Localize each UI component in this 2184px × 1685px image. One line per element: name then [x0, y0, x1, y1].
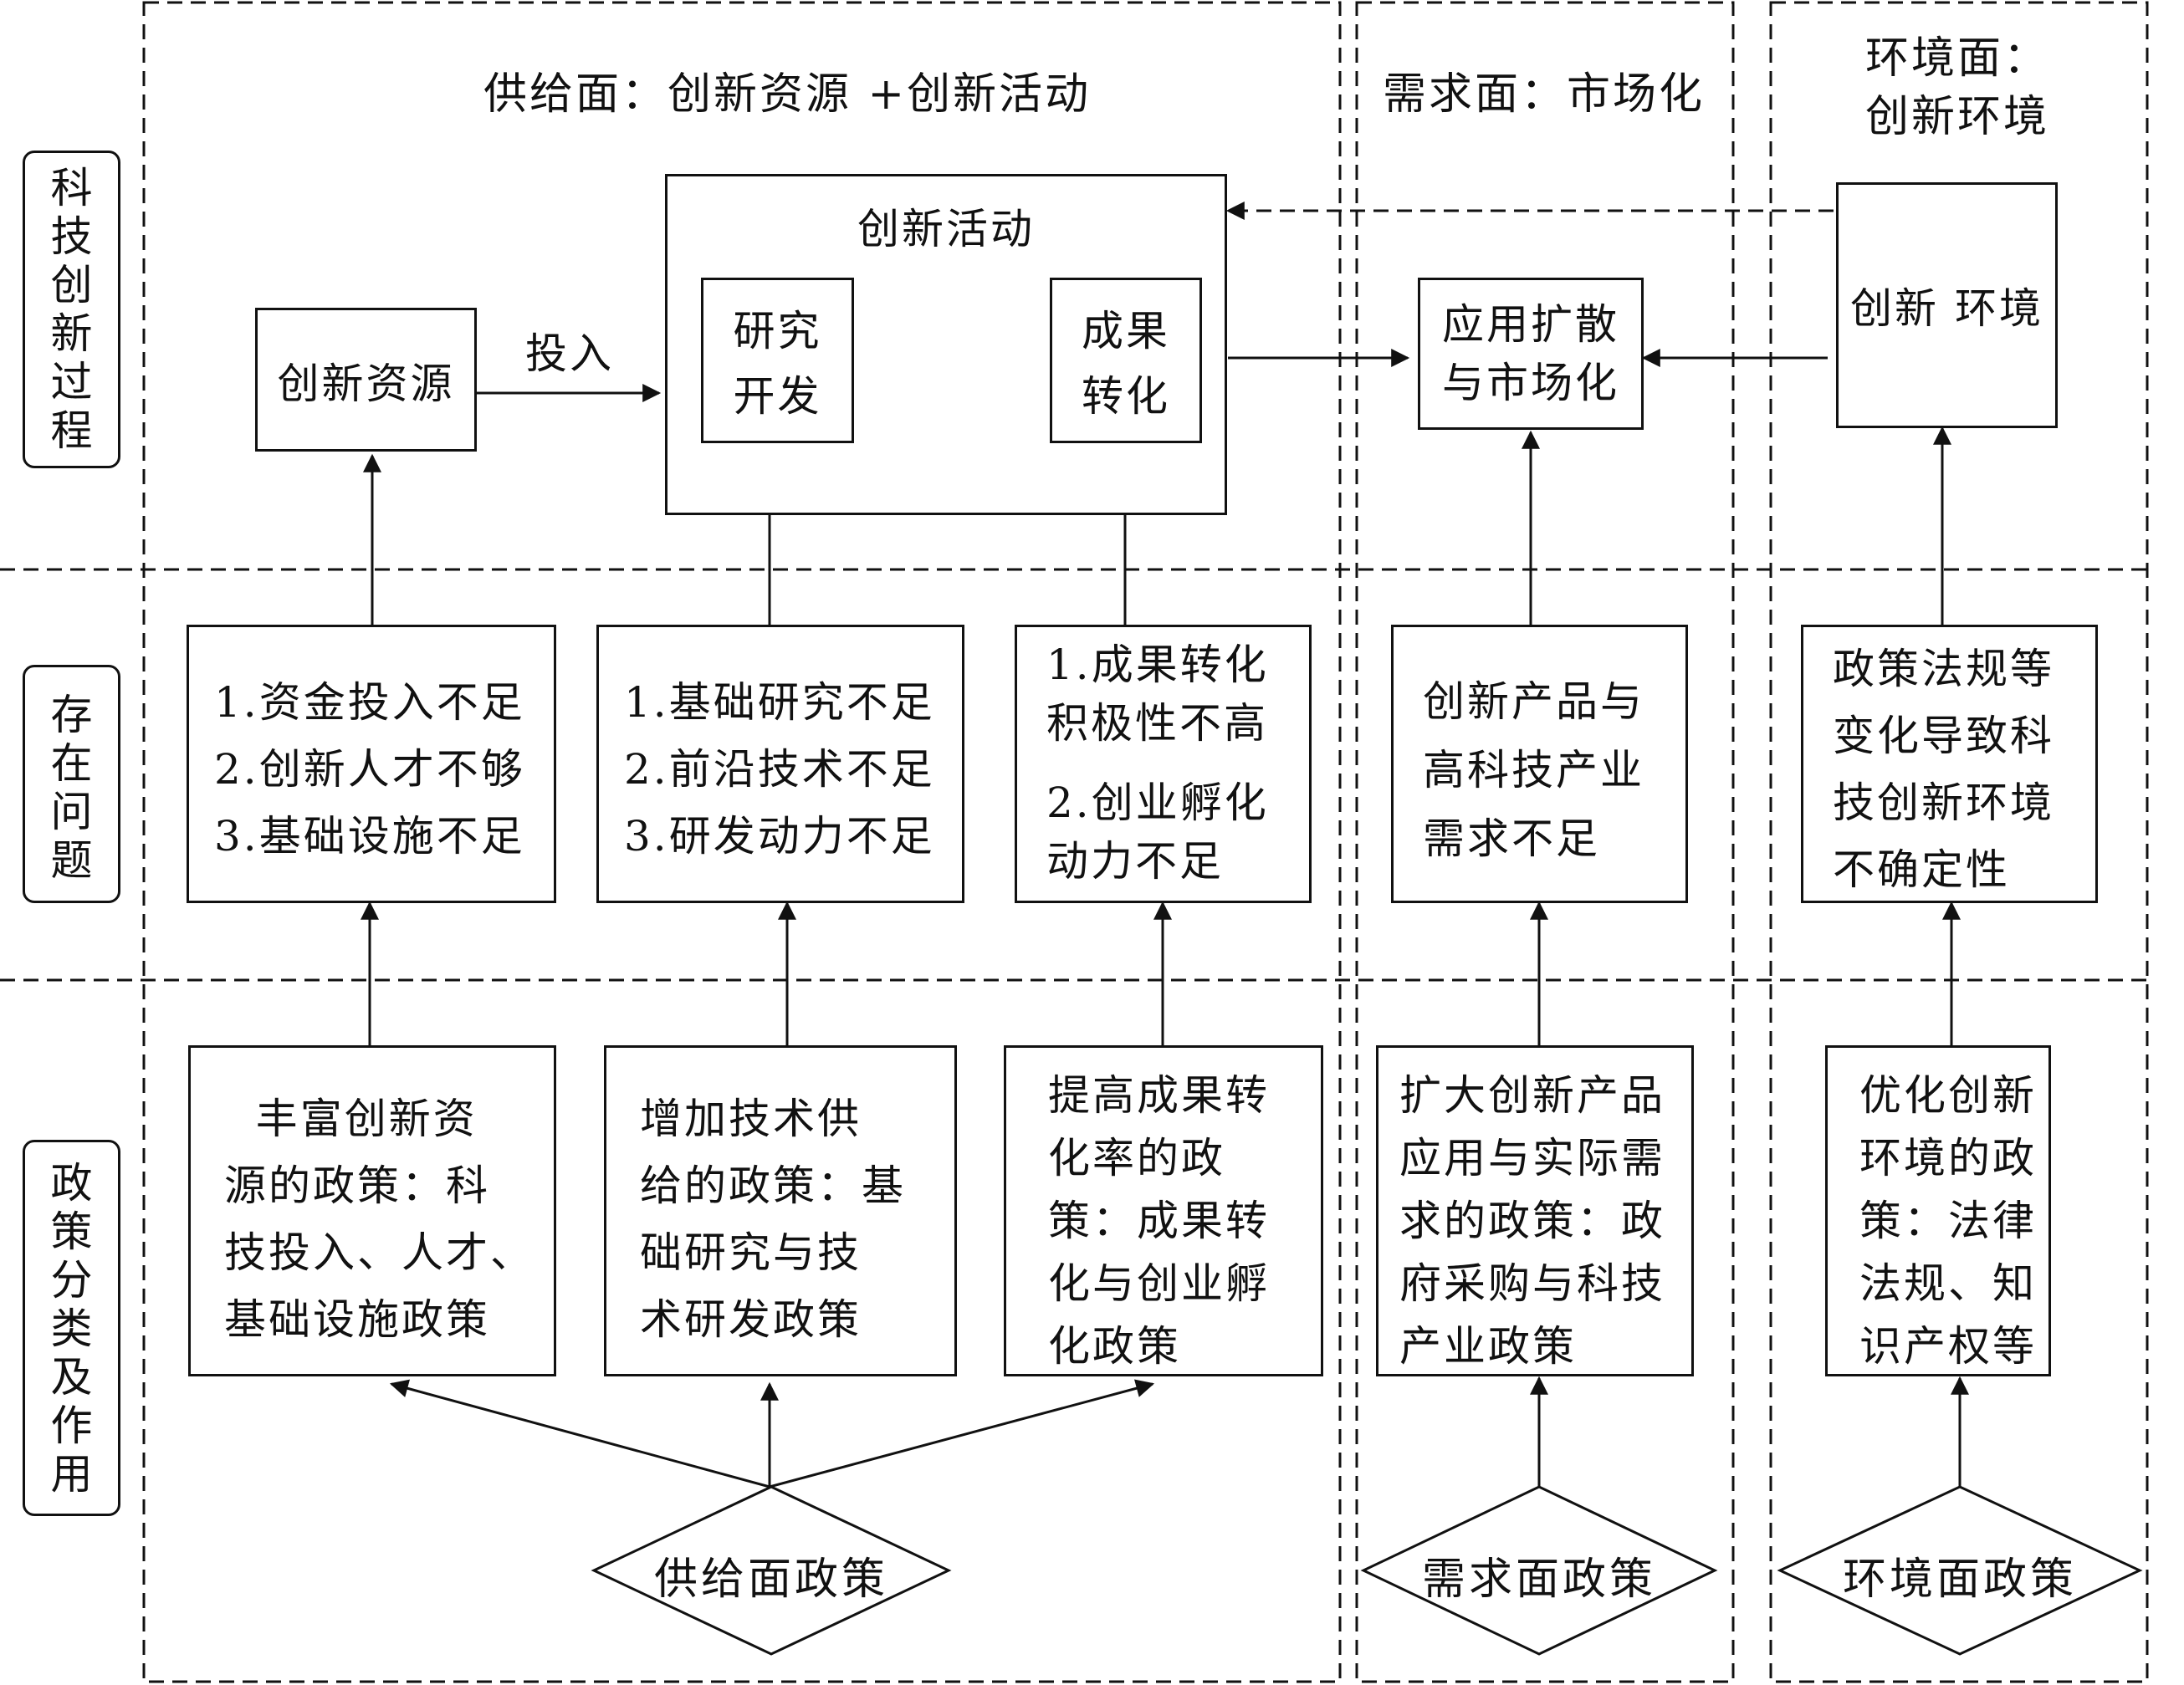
environment-box: 创新 环境 [1836, 182, 2058, 428]
arrow-supply-to-transfer [769, 1379, 1155, 1488]
supply-header: 供给面：创新资源 +创新活动 [483, 69, 1092, 120]
rnd-box: 研究 开发 [701, 278, 854, 443]
supply-policy-label: 供给面政策 [654, 1555, 889, 1605]
demand-header: 需求面：市场化 [1383, 69, 1706, 120]
environment-header: 环境面： 创新环境 [1864, 33, 2049, 142]
environment-policy-diamond [1777, 1485, 2143, 1656]
demand-policy-label: 需求面政策 [1422, 1555, 1657, 1605]
environment-label: 创新 环境 [1850, 284, 2043, 333]
policy-resources-text: 丰富创新资 源的政策：科 技投入、人才、 基础设施政策 [224, 1095, 534, 1344]
policy-rnd-box: 增加技术供 给的政策：基 础研究与技 术研发政策 [604, 1045, 957, 1376]
problem-transfer-box: 1.成果转化 积极性不高 2.创业孵化 动力不足 [1015, 625, 1312, 903]
application-label: 应用扩散 与市场化 [1442, 300, 1619, 407]
side-label-problems: 存 在 问 题 [23, 665, 120, 903]
side-label-policy: 政 策 分 类 及 作 用 [23, 1140, 120, 1516]
transfer-label: 成果 转化 [1082, 307, 1170, 421]
policy-transfer-text: 提高成果转 化率的政 策：成果转 化与创业孵 化政策 [1048, 1071, 1270, 1371]
problem-demand-box: 创新产品与 高科技产业 需求不足 [1391, 625, 1688, 903]
input-label: 投入 [525, 329, 614, 378]
problem-environment-box: 政策法规等 变化导致科 技创新环境 不确定性 [1801, 625, 2098, 903]
supply-policy-diamond [591, 1485, 952, 1656]
policy-rnd-text: 增加技术供 给的政策：基 础研究与技 术研发政策 [640, 1095, 906, 1344]
problem-transfer-text-1: 1.成果转化 积极性不高 [1046, 641, 1269, 748]
problem-demand-text: 创新产品与 高科技产业 需求不足 [1423, 677, 1644, 863]
policy-resources-box: 丰富创新资 源的政策：科 技投入、人才、 基础设施政策 [188, 1045, 556, 1376]
policy-environment-text: 优化创新 环境的政 策：法律 法规、知 识产权等 [1859, 1071, 2037, 1371]
rnd-label: 研究 开发 [733, 307, 822, 421]
arrow-supply-to-resources [389, 1379, 770, 1488]
problem-resources-text: 1.资金投入不足 2.创新人才不够 3.基础设施不足 [214, 678, 525, 860]
policy-environment-box: 优化创新 环境的政 策：法律 法规、知 识产权等 [1825, 1045, 2051, 1376]
problem-transfer-text-2: 2.创业孵化 动力不足 [1046, 779, 1269, 886]
environment-policy-label: 环境面政策 [1843, 1555, 2078, 1605]
problem-environment-text: 政策法规等 变化导致科 技创新环境 不确定性 [1833, 645, 2054, 894]
innovation-resources-label: 创新资源 [277, 360, 455, 408]
demand-frame [1355, 1, 1735, 1683]
policy-transfer-box: 提高成果转 化率的政 策：成果转 化与创业孵 化政策 [1004, 1045, 1323, 1376]
policy-demand-box: 扩大创新产品 应用与实际需 求的政策：政 府采购与科技 产业政策 [1376, 1045, 1694, 1376]
side-label-process: 科 技 创 新 过 程 [23, 151, 120, 468]
application-box: 应用扩散 与市场化 [1418, 278, 1644, 430]
problem-rnd-box: 1.基础研究不足 2.前沿技术不足 3.研发动力不足 [596, 625, 964, 903]
problem-rnd-text: 1.基础研究不足 2.前沿技术不足 3.研发动力不足 [624, 678, 935, 860]
transfer-box: 成果 转化 [1050, 278, 1202, 443]
supply-frame [142, 1, 1342, 1683]
demand-policy-diamond [1360, 1485, 1718, 1656]
innovation-resources-box: 创新资源 [255, 308, 477, 452]
policy-demand-text: 扩大创新产品 应用与实际需 求的政策：政 府采购与科技 产业政策 [1399, 1071, 1665, 1371]
problem-resources-box: 1.资金投入不足 2.创新人才不够 3.基础设施不足 [187, 625, 556, 903]
environment-frame [1769, 1, 2149, 1683]
innovation-activity-title: 创新活动 [857, 205, 1035, 253]
